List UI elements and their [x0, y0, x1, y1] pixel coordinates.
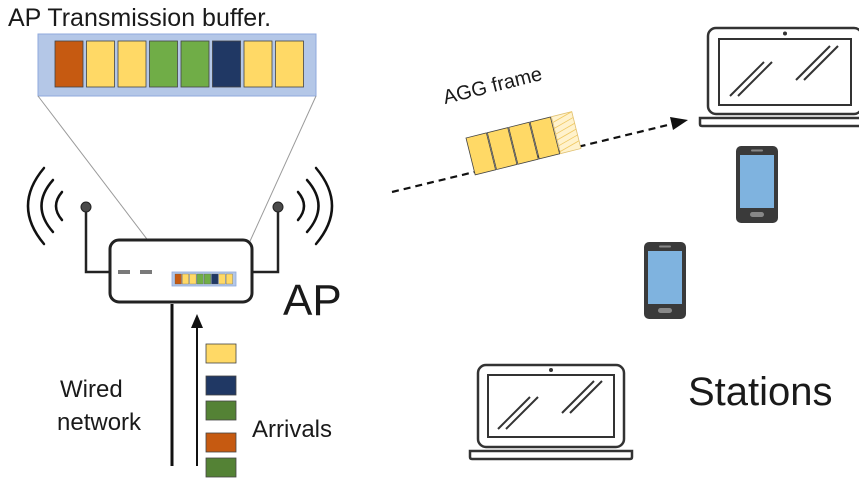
wired-label-line1: Wired — [60, 376, 123, 403]
mini-buffer-packet — [218, 273, 226, 285]
arrivals-arrow — [191, 314, 203, 466]
router-icon — [108, 238, 254, 304]
agg-packet — [529, 116, 561, 160]
router-port — [118, 270, 130, 274]
mini-buffer-packet — [204, 273, 211, 285]
router-port — [140, 270, 152, 274]
agg-packet-partial — [550, 111, 582, 155]
arrival-packet — [205, 343, 237, 364]
agg-frame — [465, 111, 582, 176]
arrival-packet — [205, 400, 237, 421]
antenna-right-icon — [252, 201, 284, 274]
buffer-packet — [117, 40, 147, 88]
agg-packet-hatch — [558, 134, 578, 147]
laptop-icon — [698, 26, 859, 128]
transmission-buffer — [37, 33, 317, 97]
arrival-packets — [205, 343, 237, 478]
mini-buffer-packet — [174, 273, 182, 285]
agg-packet — [508, 121, 539, 165]
agg-packet — [465, 132, 497, 176]
buffer-packet — [149, 40, 178, 88]
mini-buffer-packet — [211, 273, 219, 285]
agg-packet-hatch — [556, 128, 577, 141]
wifi-waves-right-icon — [296, 166, 334, 246]
arrival-packet — [205, 457, 237, 478]
stations-label: Stations — [688, 370, 833, 414]
buffer-packet — [180, 40, 210, 88]
buffer-packet — [86, 40, 115, 88]
mini-buffer-packet — [182, 273, 189, 285]
buffer-title: AP Transmission buffer. — [8, 4, 272, 32]
mini-buffer-packet — [189, 273, 197, 285]
arrival-packet — [205, 375, 237, 396]
agg-packet-hatch — [555, 122, 575, 135]
laptop-icon — [468, 363, 634, 461]
arrivals-label: Arrivals — [252, 416, 333, 443]
ap-label: AP — [283, 276, 342, 325]
buffer-packet — [212, 40, 241, 88]
smartphone-icon — [644, 242, 686, 319]
antenna-left-icon — [80, 201, 110, 274]
buffer-packet — [275, 40, 304, 88]
buffer-packet — [54, 40, 84, 88]
mini-buffer-packet — [196, 273, 204, 285]
mini-buffer-packet — [225, 273, 233, 285]
agg-packet-hatch — [559, 140, 580, 152]
arrival-packet — [205, 432, 237, 453]
agg-packet-hatch — [554, 117, 574, 129]
agg-packet-hatch — [552, 111, 572, 123]
wifi-waves-left-icon — [26, 166, 64, 246]
wired-label-line2: network — [57, 409, 142, 436]
buffer-packet — [243, 40, 273, 88]
agg-packet — [486, 127, 518, 171]
smartphone-icon — [736, 146, 778, 223]
